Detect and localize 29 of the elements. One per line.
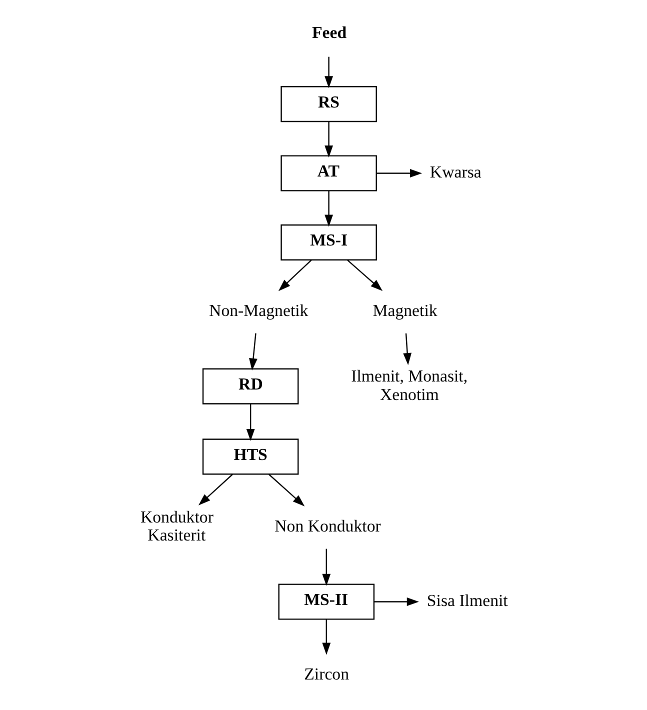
arrow xyxy=(322,619,330,655)
node-text: Feed xyxy=(311,23,346,42)
arrow xyxy=(376,169,422,178)
arrow xyxy=(324,122,333,158)
arrow xyxy=(324,56,333,88)
arrow xyxy=(322,548,330,586)
node-box: HTS xyxy=(202,438,298,475)
arrow xyxy=(198,474,232,506)
arrow xyxy=(402,333,412,366)
node-box: RS xyxy=(280,86,376,122)
arrow xyxy=(268,474,304,506)
node-text: Kwarsa xyxy=(429,162,481,182)
node-text: Ilmenit, Monasit, Xenotim xyxy=(350,366,468,404)
node-text: Non-Magnetik xyxy=(208,301,308,320)
node-box: RD xyxy=(202,368,298,404)
node-text: Magnetik xyxy=(372,301,437,320)
arrow xyxy=(346,260,382,292)
node-text: Zircon xyxy=(304,664,349,684)
node-text: Sisa Ilmenit xyxy=(426,591,508,610)
node-text: Konduktor Kasiterit xyxy=(140,508,213,545)
node-text: Non Konduktor xyxy=(274,516,380,536)
arrow xyxy=(248,333,257,370)
arrow xyxy=(246,404,254,442)
node-box: MS-II xyxy=(278,584,374,620)
arrow xyxy=(278,260,312,292)
node-box: MS-I xyxy=(280,224,376,261)
node-box: AT xyxy=(280,155,376,192)
arrow xyxy=(374,598,418,606)
arrow xyxy=(324,190,333,227)
